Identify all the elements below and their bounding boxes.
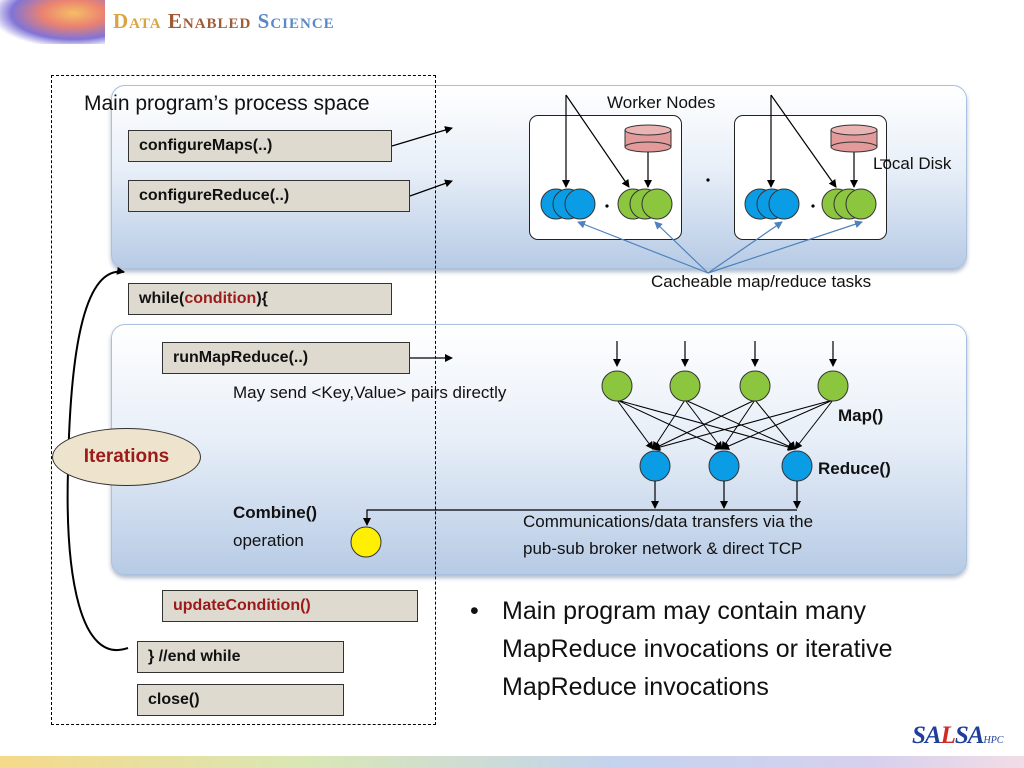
combine-return-line	[363, 509, 797, 526]
update-condition-box: updateCondition()	[162, 590, 418, 622]
salsa-hpc-logo: SALSAHPC	[912, 722, 1003, 750]
while-keyword: while(	[139, 290, 185, 307]
configure-maps-arrow	[391, 126, 453, 147]
combine-node	[350, 526, 382, 558]
local-disk-icon-2	[830, 124, 878, 153]
while-condition-text: condition	[184, 290, 257, 307]
local-disk-label: Local Disk	[873, 154, 952, 173]
header-title: Data Enabled Science	[113, 9, 335, 34]
bullet-line-1: Main program may contain many	[502, 597, 867, 625]
bullet-line-2: MapReduce invocations or iterative	[502, 635, 893, 663]
comms-label-line1: Communications/data transfers via the	[523, 512, 814, 531]
header-title-enabled: Enabled	[167, 9, 252, 33]
map-nodes	[601, 370, 849, 402]
header-logo-swirl	[0, 0, 105, 44]
map-input-arrows	[613, 341, 837, 367]
while-brace: ){	[256, 290, 268, 307]
cacheable-arrows	[577, 220, 863, 274]
header-title-data: Data	[113, 9, 162, 33]
salsa-logo-part1: SA	[912, 722, 942, 749]
send-pairs-label: May send <Key,Value> pairs directly	[233, 383, 507, 402]
salsa-logo-part2: L	[940, 722, 956, 749]
while-condition-box: while(condition){	[128, 283, 392, 315]
iterations-ellipse: Iterations	[52, 428, 201, 486]
cacheable-tasks-label: Cacheable map/reduce tasks	[651, 272, 872, 291]
worker2-input-arrow-2	[770, 94, 837, 188]
run-mapreduce-box: runMapReduce(..)	[162, 342, 410, 374]
comms-label-line2: pub-sub broker network & direct TCP	[523, 539, 803, 558]
reduce-output-arrows	[651, 481, 801, 509]
bullet-line-3: MapReduce invocations	[502, 673, 769, 701]
worker2-cached-tasks	[744, 188, 877, 220]
bullet-point: • Main program may contain many MapReduc…	[470, 592, 990, 706]
configure-maps-box: configureMaps(..)	[128, 130, 392, 162]
worker1-input-arrow-2	[565, 94, 630, 188]
process-space-border	[51, 75, 436, 725]
worker-nodes-ellipsis	[706, 178, 710, 182]
salsa-logo-hpc: HPC	[983, 735, 1004, 746]
process-space-label: Main program’s process space	[84, 92, 370, 115]
configure-reduce-box: configureReduce(..)	[128, 180, 410, 212]
map-to-reduce-shuffle	[616, 399, 834, 452]
header-title-science: Science	[257, 9, 335, 33]
worker-nodes-label: Worker Nodes	[607, 93, 716, 112]
reduce-nodes	[639, 450, 813, 482]
combine-label: Combine()	[233, 503, 318, 522]
salsa-logo-part3: SA	[954, 722, 985, 749]
footer-gradient-bar	[0, 756, 1024, 768]
map-label: Map()	[838, 406, 884, 425]
configure-reduce-arrow	[409, 179, 453, 197]
reduce-label: Reduce()	[818, 459, 891, 478]
end-while-box: } //end while	[137, 641, 344, 673]
close-box: close()	[137, 684, 344, 716]
operation-label: operation	[233, 531, 304, 550]
local-disk-icon-1	[624, 124, 672, 153]
worker1-cached-tasks	[540, 188, 673, 220]
bullet-symbol: •	[470, 597, 479, 625]
